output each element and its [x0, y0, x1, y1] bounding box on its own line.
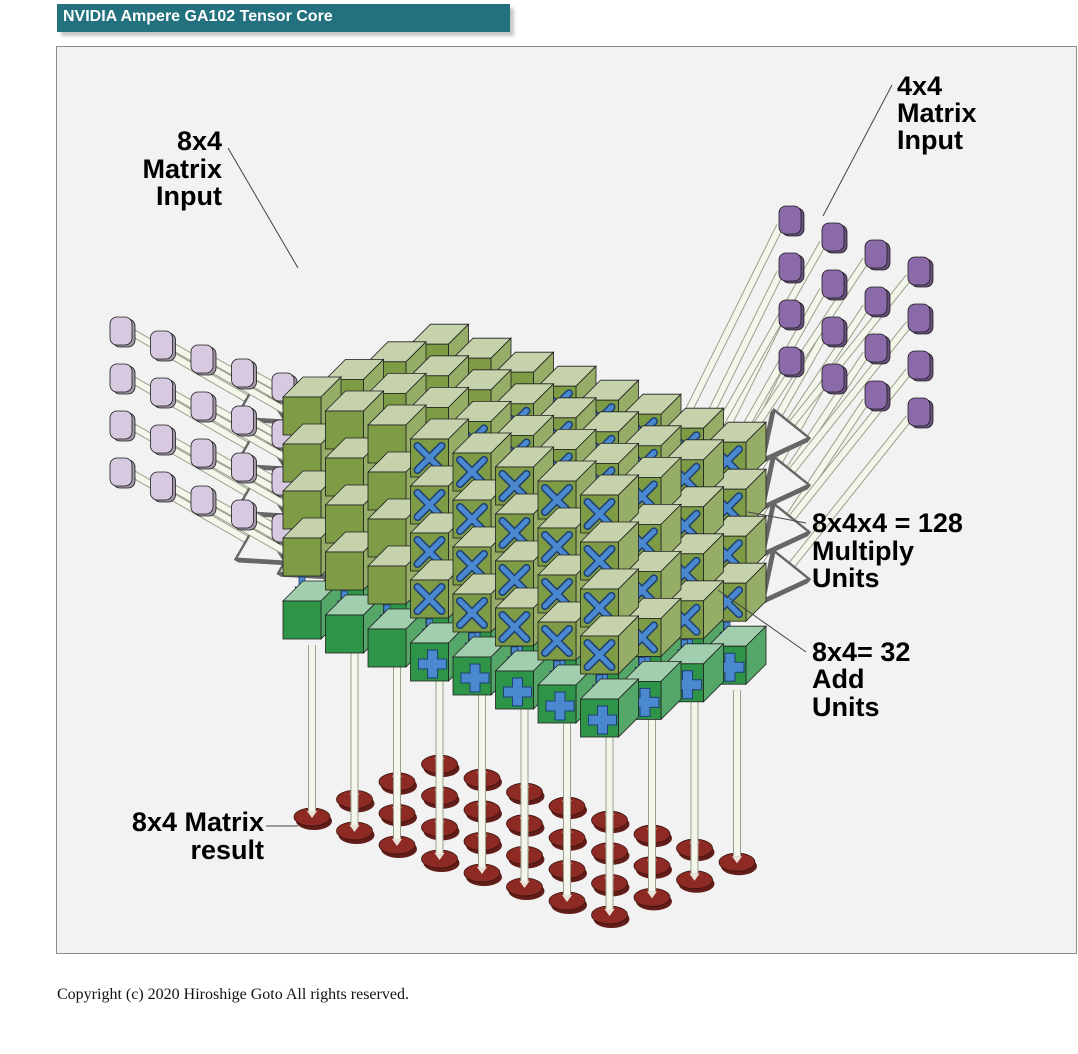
matrix-a-input-pad: [109, 410, 136, 442]
matrix-b-input-pad: [778, 299, 805, 331]
label-matrix-a: 8x4 Matrix Input: [142, 126, 222, 211]
add-unit-cube: [579, 678, 640, 738]
label-matrix-b-line1: 4x4: [897, 71, 942, 101]
result-pad: [293, 807, 332, 830]
result-pad: [421, 849, 460, 872]
matrix-b-input-pad: [864, 380, 891, 412]
label-multiply-units: 8x4x4 = 128 Multiply Units: [812, 508, 963, 593]
label-add-line3: Units: [812, 692, 880, 722]
matrix-a-input-pad: [190, 391, 217, 423]
matrix-a-input-pad: [190, 344, 217, 376]
matrix-b-input-pad: [821, 316, 848, 348]
copyright-notice: Copyright (c) 2020 Hiroshige Goto All ri…: [57, 986, 409, 1003]
matrix-a-input-pad: [150, 424, 176, 456]
matrix-a-input-pad: [231, 499, 257, 531]
label-add-units: 8x4= 32 Add Units: [812, 637, 910, 722]
result-pad: [548, 891, 587, 914]
multiply-unit-cube: [579, 615, 640, 675]
matrix-b-input-pad: [907, 256, 934, 288]
matrix-b-input-pad: [907, 397, 934, 429]
add-plus-icon: [460, 663, 490, 693]
label-matrix-b-line2: Matrix: [897, 98, 977, 128]
result-pad: [676, 870, 715, 893]
matrix-a-input-pad: [109, 316, 136, 348]
label-result-line2: result: [190, 835, 264, 865]
compute-cubes: [282, 323, 767, 738]
header-title: NVIDIA Ampere GA102 Tensor Core: [57, 4, 510, 32]
matrix-b-input-pad: [907, 303, 934, 335]
leader-matrix-b: [822, 84, 893, 217]
result-pad: [463, 863, 502, 886]
matrix-b-input-pad: [821, 222, 848, 254]
label-multiply-line1: 8x4x4 = 128: [812, 508, 963, 538]
matrix-a-input-pad: [150, 330, 176, 362]
add-plus-icon: [588, 705, 617, 735]
leader-lines: [227, 84, 893, 827]
label-matrix-a-line3: Input: [156, 181, 222, 211]
label-add-line1: 8x4= 32: [812, 637, 910, 667]
add-plus-icon: [545, 691, 575, 721]
label-add-line2: Add: [812, 664, 864, 694]
add-plus-icon: [503, 677, 532, 707]
matrix-a-input-pad: [231, 405, 257, 437]
matrix-a-input-pad: [109, 457, 136, 489]
label-multiply-line3: Units: [812, 563, 880, 593]
label-matrix-b-line3: Input: [897, 125, 963, 155]
matrix-b-input-pad: [864, 333, 891, 365]
leader-matrix-a: [227, 147, 299, 269]
matrix-b-input-pad: [907, 350, 934, 382]
matrix-b-input-pad: [864, 239, 891, 271]
matrix-a-input-pad: [150, 377, 176, 409]
matrix-a-input-pad: [231, 452, 257, 484]
label-matrix-b: 4x4 Matrix Input: [897, 71, 977, 155]
label-matrix-result: 8x4 Matrix result: [132, 807, 264, 865]
matrix-a-input-pad: [231, 358, 257, 390]
result-pad: [506, 877, 545, 900]
matrix-b-input-pad: [821, 269, 848, 301]
result-pad: [718, 852, 757, 876]
matrix-b-input-pad: [821, 363, 848, 395]
add-unit-cube: [452, 636, 512, 696]
leader-multiply: [747, 511, 807, 524]
label-multiply-line2: Multiply: [812, 536, 914, 566]
matrix-b-input-pad: [778, 346, 805, 378]
label-matrix-a-line2: Matrix: [142, 154, 222, 184]
matrix-b-input-pad: [864, 286, 891, 318]
result-pad: [336, 821, 375, 844]
matrix-b-input-pad: [778, 252, 805, 284]
matrix-a-input-pad: [150, 471, 176, 503]
matrix-a-input-pad: [190, 485, 217, 517]
result-pad: [633, 888, 672, 911]
result-pad: [378, 835, 417, 858]
matrix-b-input-pad: [778, 205, 805, 237]
matrix-a-input-pad: [190, 438, 217, 470]
label-matrix-a-line1: 8x4: [177, 126, 222, 156]
result-pad: [591, 905, 630, 928]
matrix-a-input-pad: [109, 363, 136, 395]
label-result-line1: 8x4 Matrix: [132, 807, 264, 837]
leader-add: [717, 589, 807, 653]
add-plus-icon: [418, 649, 447, 679]
